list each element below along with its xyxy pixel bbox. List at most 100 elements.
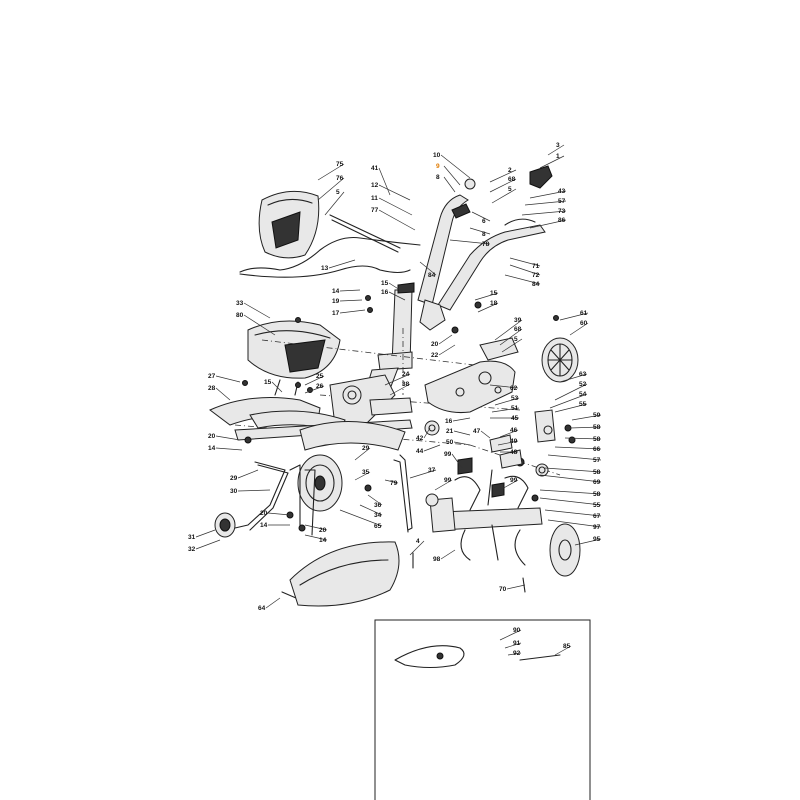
- callout-leader-99: [434, 479, 453, 491]
- callout-leader-20: [267, 512, 291, 516]
- callout-label-84: 84: [532, 281, 540, 288]
- callout-leader-26: [304, 385, 325, 394]
- callout-leader-52: [554, 383, 588, 401]
- callout-leader-21: [453, 430, 471, 436]
- protective-hood-part: [289, 541, 400, 607]
- callout-leader-20: [215, 435, 241, 441]
- callout-label-52: 52: [579, 381, 587, 388]
- callout-leader-84: [419, 261, 437, 276]
- callout-leader-29: [354, 447, 371, 461]
- callout-label-14: 14: [208, 445, 216, 452]
- callout-leader-80: [243, 314, 276, 336]
- callout-leader-61: [559, 312, 589, 321]
- callout-label-58: 58: [593, 436, 601, 443]
- callout-leader-15: [474, 292, 499, 301]
- callout-leader-71: [509, 257, 541, 267]
- callout-leader-58: [564, 437, 602, 440]
- callout-leader-62: [489, 384, 519, 389]
- callout-leader-78: [449, 239, 491, 245]
- callout-label-34: 34: [374, 512, 382, 519]
- callout-label-38: 38: [402, 381, 410, 388]
- callout-label-19: 19: [332, 298, 340, 305]
- callout-leader-97: [547, 519, 602, 528]
- callout-leader-8: [443, 176, 456, 193]
- callout-leader-9: [443, 165, 461, 186]
- callout-leader-24: [384, 373, 411, 386]
- callout-leader-16: [388, 291, 406, 301]
- callout-label-91: 91: [513, 640, 521, 647]
- callout-label-61: 61: [580, 310, 588, 317]
- callout-label-32: 32: [188, 546, 196, 553]
- callout-leader-18: [477, 302, 499, 313]
- callout-label-30: 30: [230, 488, 238, 495]
- callout-label-73: 73: [558, 208, 566, 215]
- callout-label-63: 63: [579, 371, 587, 378]
- callout-label-8: 8: [482, 231, 486, 238]
- callout-leader-84: [504, 274, 541, 285]
- callout-leader-36: [367, 494, 383, 506]
- callout-leader-60: [569, 322, 589, 336]
- callout-label-2: 2: [508, 167, 512, 174]
- callout-label-50: 50: [446, 439, 454, 446]
- callout-leader-27: [215, 375, 241, 383]
- callout-label-20: 20: [208, 433, 216, 440]
- callout-leader-8: [469, 227, 491, 235]
- front-shield-part: [299, 420, 406, 451]
- callout-leader-72: [509, 264, 541, 276]
- callout-label-97: 97: [593, 524, 601, 531]
- callout-leader-42: [423, 427, 431, 439]
- callout-leader-85: [554, 645, 572, 656]
- callout-leader-68: [499, 328, 523, 346]
- callout-leader-44: [423, 444, 441, 452]
- callout-label-70: 70: [499, 586, 507, 593]
- callout-leader-64: [265, 597, 281, 609]
- callout-label-42: 42: [416, 435, 424, 442]
- callout-leader-79: [384, 479, 399, 484]
- callout-leader-16: [452, 417, 471, 422]
- callout-label-25: 25: [316, 373, 324, 380]
- callout-leader-47: [480, 430, 491, 439]
- callout-label-84: 84: [428, 272, 436, 279]
- callout-label-51: 51: [511, 405, 519, 412]
- callout-leader-29: [237, 469, 259, 479]
- callout-leader-57: [524, 200, 567, 206]
- callout-layer: 7576541121177109826856878843143577386717…: [188, 142, 602, 657]
- callout-label-29: 29: [230, 475, 238, 482]
- transport-wheel-part: [541, 337, 579, 383]
- callout-label-18: 18: [490, 300, 498, 307]
- callout-leader-55: [539, 497, 602, 506]
- callout-leader-6: [471, 211, 491, 222]
- callout-label-98: 98: [433, 556, 441, 563]
- callout-label-99: 99: [444, 477, 452, 484]
- callout-leader-50: [453, 441, 471, 446]
- callout-label-12: 12: [371, 182, 379, 189]
- callout-label-8: 8: [436, 174, 440, 181]
- callout-label-75: 75: [336, 161, 344, 168]
- callout-leader-37: [409, 469, 437, 479]
- callout-label-35: 35: [362, 469, 370, 476]
- callout-leader-90: [499, 629, 522, 641]
- callout-leader-28: [215, 387, 231, 401]
- callout-label-28: 28: [208, 385, 216, 392]
- callout-leader-34: [359, 504, 383, 516]
- callout-label-14: 14: [260, 522, 268, 529]
- callout-label-68: 68: [508, 176, 516, 183]
- callout-label-77: 77: [371, 207, 379, 214]
- callout-label-20: 20: [260, 510, 268, 517]
- callout-leader-20: [304, 524, 328, 531]
- callout-leader-70: [506, 584, 526, 590]
- callout-label-54: 54: [579, 391, 587, 398]
- callout-leader-20: [438, 334, 453, 345]
- callout-label-5: 5: [508, 186, 512, 193]
- callout-label-71: 71: [532, 263, 540, 270]
- callout-leader-4: [409, 540, 425, 556]
- callout-label-33: 33: [236, 300, 244, 307]
- callout-label-9: 9: [436, 163, 440, 170]
- callout-label-59: 59: [593, 412, 601, 419]
- callout-label-46: 46: [510, 427, 518, 434]
- callout-label-26: 26: [316, 383, 324, 390]
- callout-label-85: 85: [563, 643, 571, 650]
- callout-label-86: 86: [558, 217, 566, 224]
- callout-label-15: 15: [490, 290, 498, 297]
